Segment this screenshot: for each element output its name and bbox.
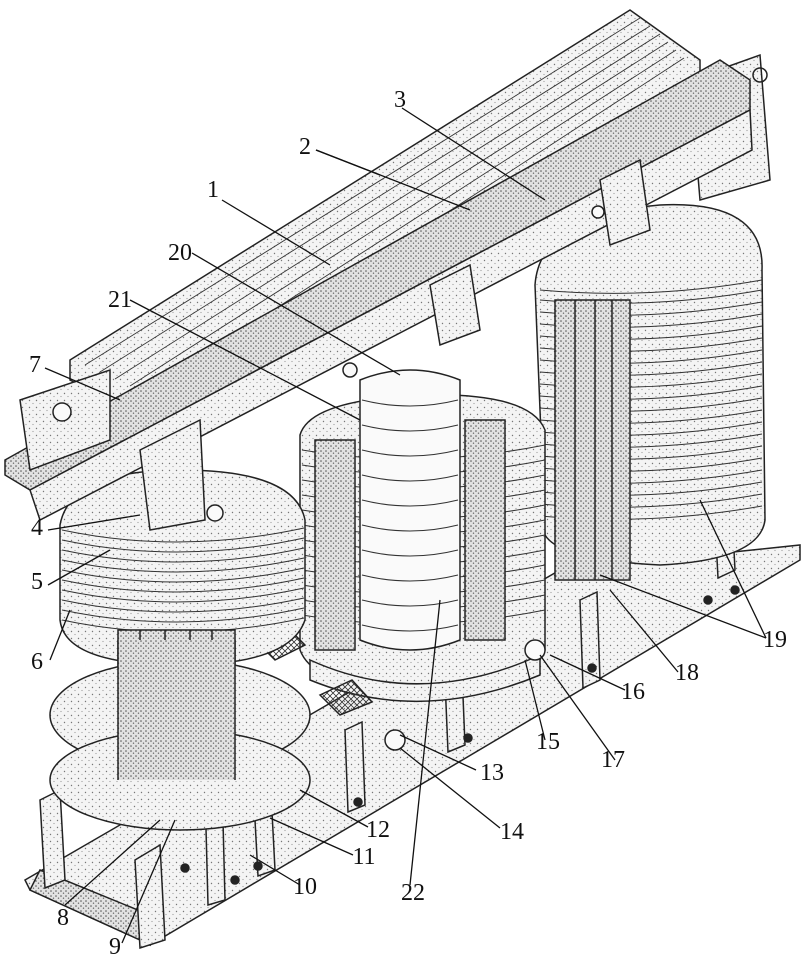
middle-winding [253, 369, 546, 751]
callout-4: 4 [31, 515, 43, 541]
left-winding [49, 469, 311, 831]
top-yoke [4, 9, 753, 531]
callout-15: 15 [536, 729, 560, 755]
callout-17: 17 [601, 747, 625, 773]
callout-9: 9 [109, 934, 121, 960]
leader-lines [44, 107, 767, 944]
callout-16: 16 [621, 679, 645, 705]
callout-12: 12 [366, 817, 390, 843]
callout-19: 19 [763, 627, 787, 653]
callout-11: 11 [352, 844, 376, 870]
callout-22: 22 [401, 880, 425, 906]
left-winding-turns [61, 527, 305, 633]
callout-8: 8 [57, 905, 69, 931]
callout-3: 3 [394, 87, 406, 113]
callout-21: 21 [108, 287, 132, 313]
callout-13: 13 [480, 760, 504, 786]
callout-5: 5 [31, 569, 43, 595]
callout-10: 10 [293, 874, 317, 900]
callout-20: 20 [168, 240, 192, 266]
callout-1: 1 [207, 177, 219, 203]
callout-7: 7 [29, 352, 41, 378]
callout-2: 2 [299, 134, 311, 160]
callout-18: 18 [675, 660, 699, 686]
callout-6: 6 [31, 649, 43, 675]
callout-14: 14 [500, 819, 524, 845]
